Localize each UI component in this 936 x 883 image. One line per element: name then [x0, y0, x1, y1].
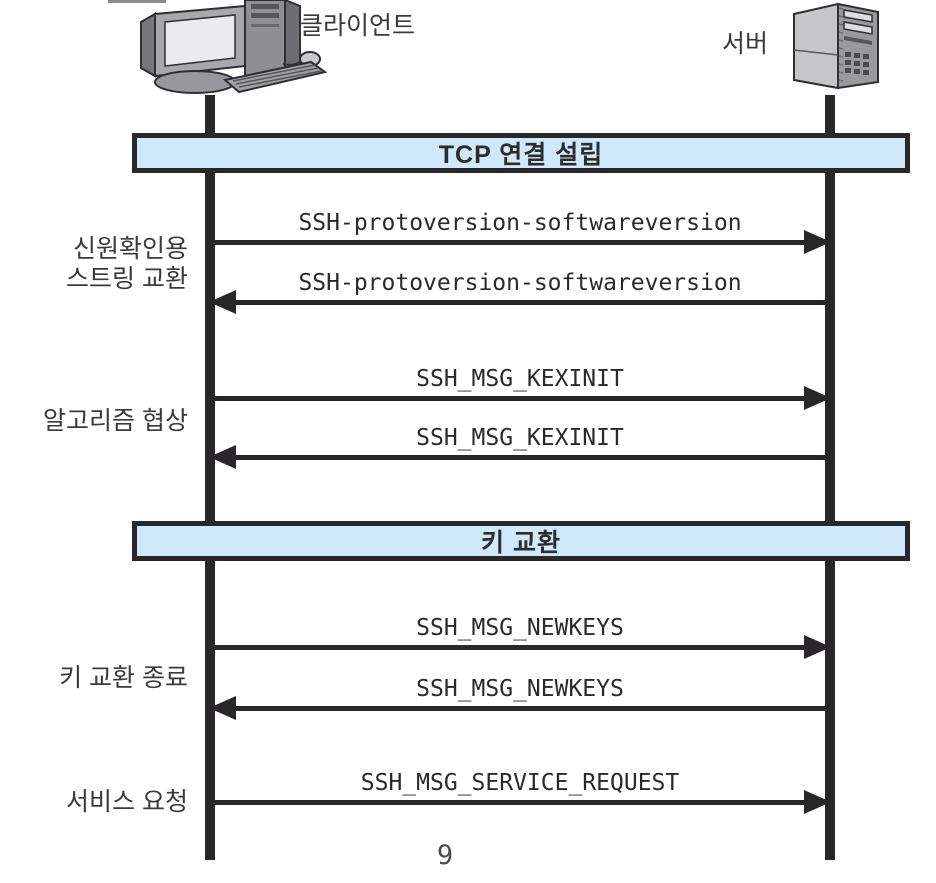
phase-label-algorithm-negotiation: 알고리즘 협상	[0, 406, 188, 436]
phase-banner-tcp-label: TCP 연결 설립	[438, 141, 604, 169]
phase-label-line: 신원확인용	[72, 235, 188, 263]
message-label: SSH_MSG_NEWKEYS	[416, 676, 624, 702]
phase-label-line: 키 교환 종료	[59, 664, 188, 692]
arrowhead-left-icon	[209, 445, 236, 469]
arrowhead-right-icon	[804, 790, 831, 814]
phase-label-line: 알고리즘 협상	[43, 407, 188, 435]
phase-label-identification: 신원확인용 스트링 교환	[0, 234, 188, 294]
message-arrow-right	[210, 645, 806, 650]
arrowhead-left-icon	[209, 696, 236, 720]
arrowhead-right-icon	[804, 386, 831, 410]
message-arrow-left	[234, 300, 830, 305]
message-label: SSH_MSG_SERVICE_REQUEST	[360, 770, 680, 796]
desktop-computer-icon	[133, 0, 331, 100]
arrowhead-left-icon	[209, 290, 236, 314]
arrowhead-right-icon	[804, 230, 831, 254]
server-label: 서버	[722, 30, 769, 58]
phase-label-key-exchange-end: 키 교환 종료	[0, 663, 188, 693]
server-tower-icon	[788, 0, 883, 98]
client-lifeline	[205, 95, 215, 860]
client-label: 클라이언트	[300, 12, 416, 40]
arrowhead-right-icon	[804, 635, 831, 659]
message-arrow-left	[234, 706, 830, 711]
message-arrow-left	[234, 455, 830, 460]
phase-label-line: 서비스 요청	[66, 788, 188, 816]
message-label: SSH_MSG_KEXINIT	[416, 425, 624, 451]
phase-label-line: 스트링 교환	[66, 265, 188, 293]
message-label: SSH_MSG_NEWKEYS	[416, 615, 624, 641]
top-edge-divider	[108, 0, 166, 3]
phase-label-service-request: 서비스 요청	[0, 787, 188, 817]
phase-banner-key-exchange: 키 교환	[132, 521, 910, 561]
message-arrow-right	[210, 240, 806, 245]
message-label: SSH-protoversion-softwareversion	[298, 270, 742, 296]
message-label: SSH-protoversion-softwareversion	[298, 210, 742, 236]
server-lifeline	[825, 95, 835, 860]
message-arrow-right	[210, 800, 806, 805]
phase-banner-key-exchange-label: 키 교환	[481, 529, 561, 557]
message-label: SSH_MSG_KEXINIT	[416, 366, 624, 392]
page-number: 9	[436, 840, 454, 871]
phase-banner-tcp: TCP 연결 설립	[132, 133, 910, 173]
message-arrow-right	[210, 396, 806, 401]
